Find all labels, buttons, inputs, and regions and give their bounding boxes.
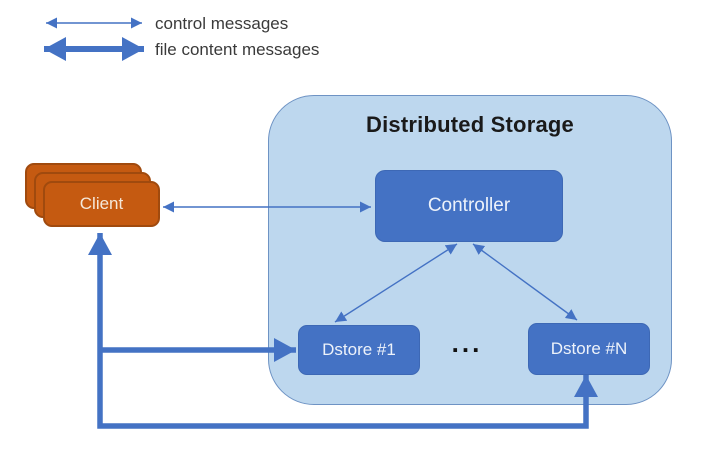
client-label: Client — [79, 194, 124, 213]
legend-file-label: file content messages — [155, 40, 320, 59]
dstore1-label: Dstore #1 — [322, 340, 396, 359]
legend-control-label: control messages — [155, 14, 289, 33]
dstoreN-label: Dstore #N — [550, 339, 628, 358]
client-node: Client — [43, 181, 160, 227]
dstore1-node: Dstore #1 — [298, 325, 420, 375]
controller-label: Controller — [427, 195, 511, 216]
ellipsis-label: ... — [451, 327, 483, 358]
dstoreN-node: Dstore #N — [528, 323, 650, 375]
controller-node: Controller — [375, 170, 563, 242]
distributed-storage-title: Distributed Storage — [366, 112, 574, 137]
